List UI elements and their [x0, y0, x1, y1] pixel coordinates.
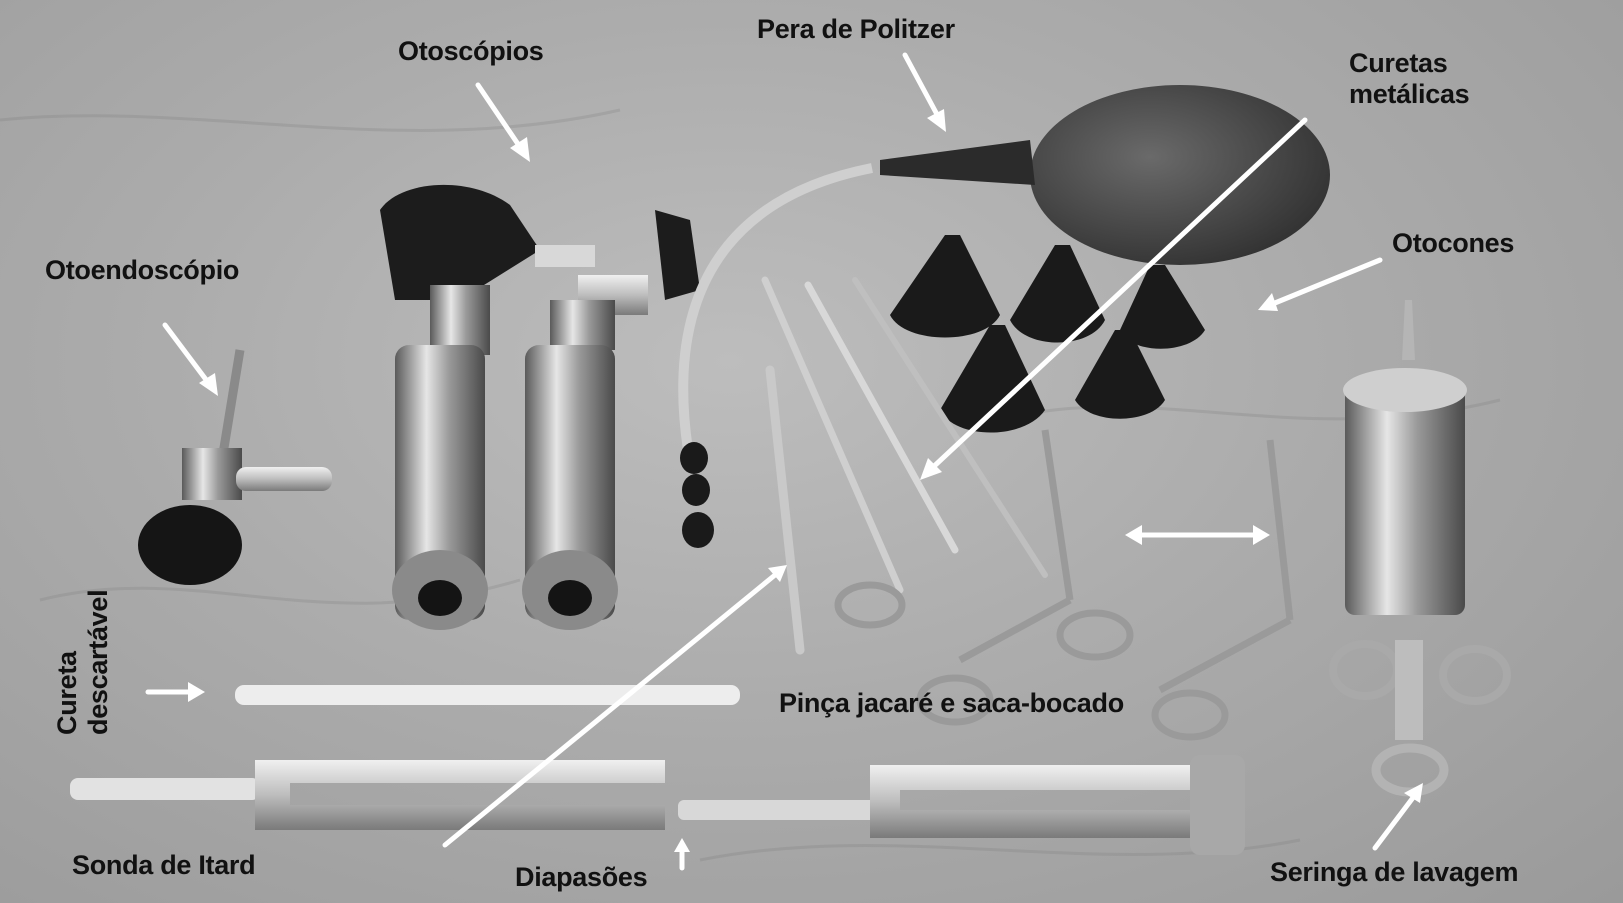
- label-cureta-descartavel-line1: Cureta: [52, 651, 82, 735]
- arrow-otocones: [1267, 257, 1383, 308]
- otoscopes: [380, 184, 700, 630]
- disposable-curette: [235, 685, 740, 705]
- arrowhead-pinca-left: [1125, 525, 1142, 545]
- label-curetas-metalicas-line1: Curetas: [1349, 48, 1448, 78]
- label-diapasoes: Diapasões: [515, 862, 648, 892]
- arrow-otoendoscopio: [162, 322, 213, 388]
- arrow-seringa: [1372, 792, 1418, 851]
- arrow-sonda-itard: [442, 572, 778, 848]
- label-curetas-metalicas: Curetas metálicas: [1349, 48, 1470, 110]
- arrowhead-cureta-descartavel: [188, 682, 205, 702]
- metal-curettes: [761, 276, 1048, 655]
- alligator-forceps: [834, 429, 1294, 741]
- otocones: [890, 235, 1205, 433]
- politzer-bulb: [678, 85, 1330, 548]
- arrow-otoscopios: [475, 82, 525, 153]
- label-otoendoscopio: Otoendoscópio: [45, 255, 240, 285]
- arrowhead-seringa: [1404, 783, 1423, 803]
- arrowhead-diapasoes: [674, 838, 690, 852]
- otoendoscope: [138, 349, 332, 585]
- arrow-politzer: [902, 52, 943, 123]
- arrowhead-otocones: [1258, 293, 1278, 311]
- arrowhead-curetas: [920, 458, 942, 480]
- label-otoscopios: Otoscópios: [398, 36, 544, 66]
- arrowhead-politzer: [927, 109, 946, 132]
- label-sonda-de-itard: Sonda de Itard: [72, 850, 256, 880]
- irrigation-syringe: [1329, 300, 1511, 797]
- label-seringa-de-lavagem: Seringa de lavagem: [1270, 857, 1519, 887]
- label-curetas-metalicas-line2: metálicas: [1349, 79, 1470, 110]
- arrowhead-otoendoscopio: [199, 373, 218, 396]
- label-otocones: Otocones: [1392, 228, 1515, 258]
- label-cureta-descartavel: Cureta descartável: [52, 590, 114, 735]
- label-cureta-descartavel-line2: descartável: [83, 589, 114, 735]
- label-pinca-jacare: Pinça jacaré e saca-bocado: [779, 688, 1124, 718]
- annotation-arrows: [145, 52, 1423, 871]
- arrowhead-pinca-right: [1253, 525, 1270, 545]
- tuning-forks: [70, 755, 1245, 855]
- arrow-curetas: [927, 117, 1308, 473]
- arrowhead-otoscopios: [510, 137, 530, 162]
- label-pera-de-politzer: Pera de Politzer: [757, 14, 955, 44]
- arrowhead-sonda-itard: [768, 565, 787, 582]
